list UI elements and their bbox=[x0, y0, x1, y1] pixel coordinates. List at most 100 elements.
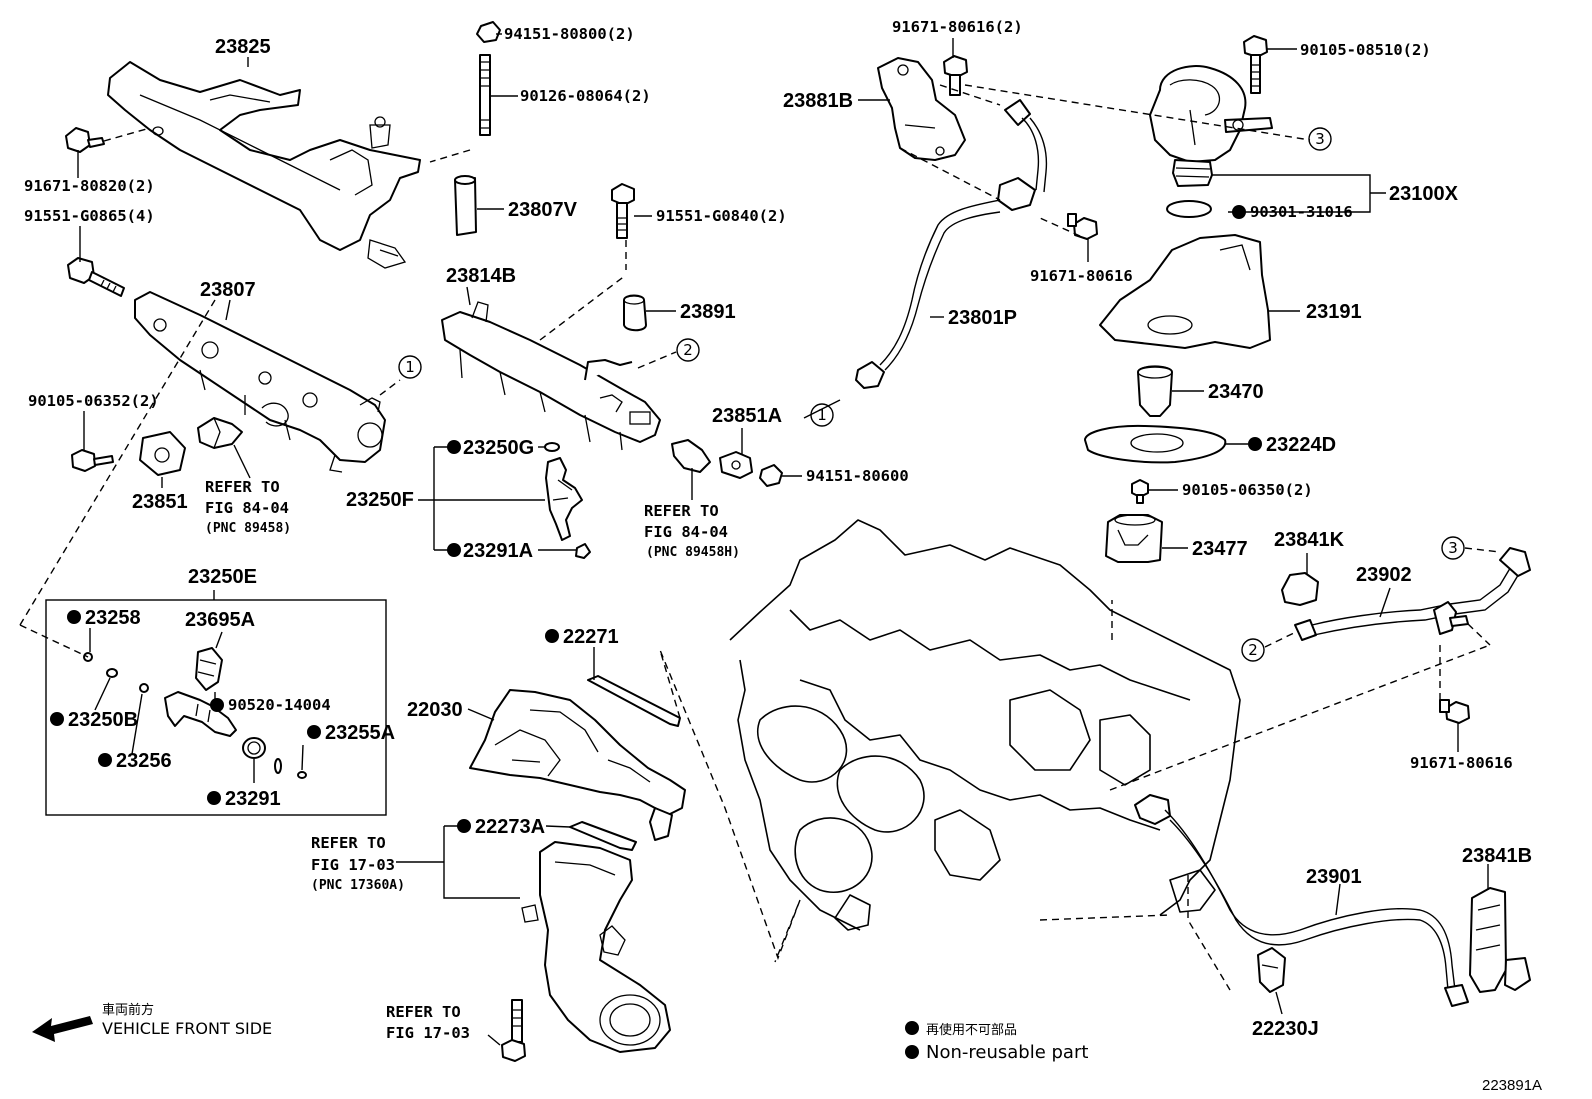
gasket-23851 bbox=[139, 431, 186, 476]
marker-3b: 3 bbox=[1441, 536, 1465, 560]
bolt-90105-08510 bbox=[1243, 35, 1268, 94]
fuel-delivery-pipe-23807 bbox=[134, 291, 386, 473]
label-23807: 23807 bbox=[200, 279, 256, 301]
label-23801P: 23801P bbox=[948, 307, 1017, 329]
svg-text:REFER TO: REFER TO bbox=[205, 478, 280, 496]
label-23825: 23825 bbox=[215, 36, 271, 58]
svg-text:FIG 84-04: FIG 84-04 bbox=[205, 499, 289, 517]
fuel-pipe-23902 bbox=[1294, 547, 1531, 641]
clamp-23841B bbox=[1469, 887, 1531, 993]
figure-number: 223891A bbox=[1482, 1077, 1542, 1094]
label-23470: 23470 bbox=[1208, 381, 1264, 403]
leader-lines bbox=[77, 33, 1489, 1046]
svg-text:REFER TO: REFER TO bbox=[386, 1003, 461, 1021]
svg-text:REFER TO: REFER TO bbox=[644, 502, 719, 520]
pump-23100X bbox=[1149, 65, 1273, 187]
fuel-pipe-23801P bbox=[855, 99, 1048, 389]
svg-text:FIG 17-03: FIG 17-03 bbox=[311, 856, 395, 874]
bolt-91551-G0865 bbox=[67, 257, 125, 297]
gasket-22273A bbox=[569, 821, 637, 851]
label-23291A: 23291A bbox=[463, 540, 533, 562]
label-23100X: 23100X bbox=[1389, 183, 1459, 205]
bolt-91671-80616-mid bbox=[1067, 213, 1098, 240]
svg-text:VEHICLE FRONT SIDE: VEHICLE FRONT SIDE bbox=[102, 1019, 272, 1038]
fuel-pressure-sensor bbox=[197, 417, 243, 449]
svg-text:FIG 84-04: FIG 84-04 bbox=[644, 523, 728, 541]
label-22230J: 22230J bbox=[1252, 1018, 1319, 1040]
svg-text:(PNC 17360A): (PNC 17360A) bbox=[311, 878, 405, 893]
engine-block bbox=[729, 519, 1241, 931]
label-90105-06352: 90105-06352(2) bbox=[28, 392, 159, 410]
bolt-90105-06352 bbox=[71, 449, 114, 472]
bolt-91671-80616-top bbox=[943, 55, 968, 96]
clamp-23841K bbox=[1281, 572, 1319, 606]
label-91671-80616-right: 91671-80616 bbox=[1410, 754, 1513, 772]
svg-text:3: 3 bbox=[1315, 130, 1325, 148]
bolt-91551-G0840 bbox=[611, 183, 635, 239]
label-23256: 23256 bbox=[116, 750, 172, 772]
svg-text:(PNC 89458): (PNC 89458) bbox=[205, 521, 291, 536]
o-ring-23250G bbox=[544, 442, 560, 452]
fuel-delivery-pipe-23814B bbox=[441, 301, 661, 451]
label-91671-80616-top: 91671-80616(2) bbox=[892, 18, 1023, 36]
fuel-pipe-23901 bbox=[1134, 794, 1469, 1007]
label-23250E: 23250E bbox=[188, 566, 257, 588]
o-ring-90301-31016 bbox=[1166, 200, 1212, 218]
front-arrow-icon bbox=[32, 1016, 93, 1042]
label-91551-G0865: 91551-G0865(4) bbox=[24, 207, 155, 225]
gasket-23224D bbox=[1084, 424, 1227, 464]
svg-text:2: 2 bbox=[683, 341, 693, 359]
bolt-91671-80820 bbox=[65, 127, 151, 153]
label-23891: 23891 bbox=[680, 301, 736, 323]
svg-text:Non-reusable part: Non-reusable part bbox=[926, 1042, 1088, 1063]
label-23250B: 23250B bbox=[68, 709, 138, 731]
label-22271: 22271 bbox=[563, 626, 619, 648]
nut-94151-80800 bbox=[476, 21, 501, 43]
label-90105-08510: 90105-08510(2) bbox=[1300, 41, 1431, 59]
clip-23851A bbox=[719, 451, 753, 479]
pressure-sensor-89458H bbox=[671, 439, 711, 473]
marker-2b: 2 bbox=[1241, 638, 1265, 662]
svg-text:車両前方: 車両前方 bbox=[102, 1002, 154, 1018]
label-23250G: 23250G bbox=[463, 437, 534, 459]
svg-text:1: 1 bbox=[405, 358, 415, 376]
housing-23477 bbox=[1105, 514, 1163, 563]
vehicle-front-indicator: 車両前方 VEHICLE FRONT SIDE bbox=[32, 1002, 272, 1042]
intake-manifold-22030 bbox=[469, 689, 686, 841]
svg-text:1: 1 bbox=[817, 406, 827, 424]
pump-cover-23191 bbox=[1099, 234, 1271, 349]
nonreusable-dots bbox=[50, 205, 1262, 1059]
marker-3a: 3 bbox=[1308, 127, 1332, 151]
label-23695A: 23695A bbox=[185, 609, 255, 631]
dashed-assembly-lines bbox=[19, 84, 1491, 991]
injector-kit-box bbox=[45, 599, 387, 816]
label-23807V: 23807V bbox=[508, 199, 578, 221]
label-91551-G0840: 91551-G0840(2) bbox=[656, 207, 787, 225]
clip-22230J bbox=[1257, 947, 1286, 993]
insulator-23891 bbox=[623, 294, 647, 332]
label-23901: 23901 bbox=[1306, 866, 1362, 888]
gasket-22271 bbox=[587, 675, 681, 727]
svg-text:REFER TO: REFER TO bbox=[311, 834, 386, 852]
label-23902: 23902 bbox=[1356, 564, 1412, 586]
label-94151-80800: 94151-80800(2) bbox=[504, 25, 635, 43]
label-23191: 23191 bbox=[1306, 301, 1362, 323]
label-90126-08064: 90126-08064(2) bbox=[520, 87, 651, 105]
label-90520-14004: 90520-14004 bbox=[228, 696, 331, 714]
bolt-90105-06350 bbox=[1131, 479, 1149, 504]
nonreusable-legend: 再使用不可部品 Non-reusable part bbox=[926, 1022, 1088, 1063]
marker-1b: 1 bbox=[810, 403, 834, 427]
stud-90126-08064 bbox=[429, 54, 491, 163]
label-23224D: 23224D bbox=[1266, 434, 1336, 456]
bolt-throttle bbox=[501, 999, 526, 1062]
label-22030: 22030 bbox=[407, 699, 463, 721]
label-23814B: 23814B bbox=[446, 265, 516, 287]
svg-text:再使用不可部品: 再使用不可部品 bbox=[926, 1022, 1017, 1038]
label-22273A: 22273A bbox=[475, 816, 545, 838]
refer-to-17-03: REFER TO FIG 17-03 bbox=[386, 1003, 470, 1042]
refer-to-89458: REFER TO FIG 84-04 (PNC 89458) bbox=[205, 478, 291, 536]
bracket-23881B bbox=[877, 57, 966, 161]
label-23250F: 23250F bbox=[346, 489, 414, 511]
